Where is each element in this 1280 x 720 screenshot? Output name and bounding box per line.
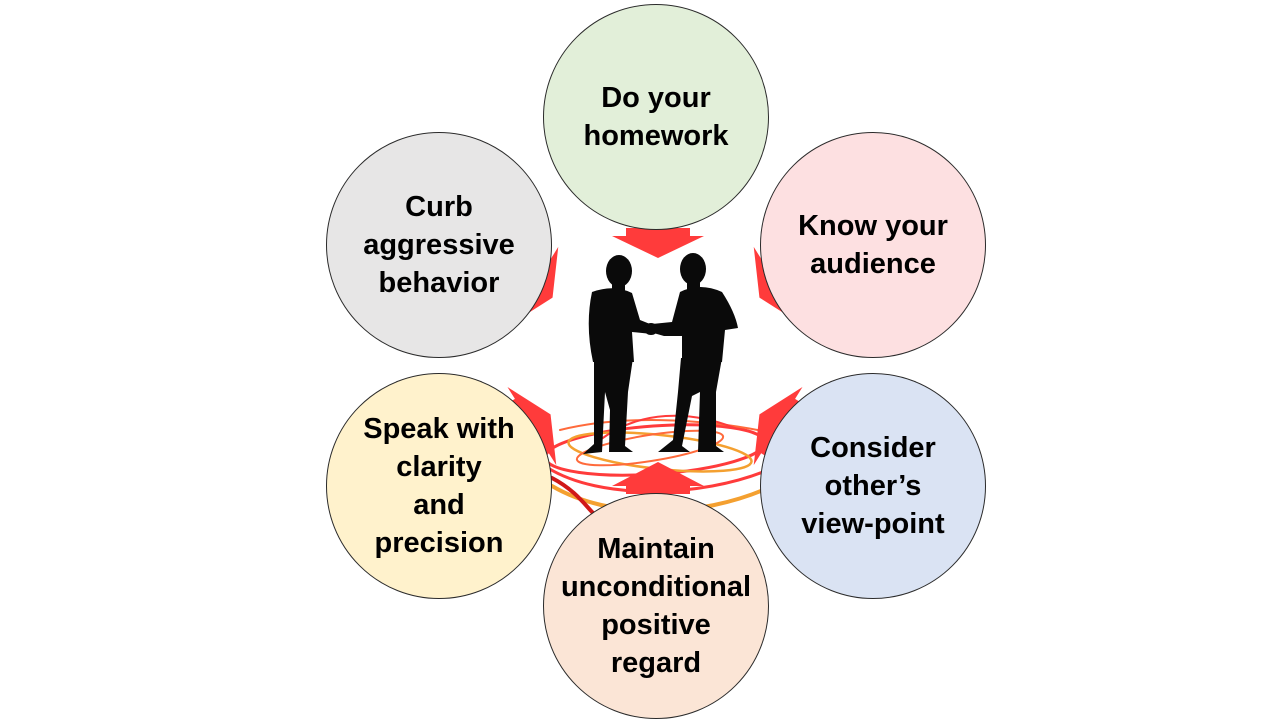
node-label: Maintain unconditional positive regard	[560, 533, 752, 679]
node-curb-aggressive-behavior: Curb aggressive behavior	[326, 132, 552, 358]
node-label: Know your audience	[798, 210, 948, 280]
node-unconditional-positive-regard: Maintain unconditional positive regard	[543, 493, 769, 719]
node-label: Speak with clarity and precision	[363, 413, 515, 559]
handshake-silhouette	[583, 253, 738, 454]
node-do-your-homework: Do your homework	[543, 4, 769, 230]
node-know-your-audience: Know your audience	[760, 132, 986, 358]
node-label: Curb aggressive behavior	[363, 191, 515, 299]
node-label: Consider other’s view-point	[801, 432, 945, 540]
node-consider-others-viewpoint: Consider other’s view-point	[760, 373, 986, 599]
node-label: Do your homework	[583, 82, 729, 152]
arrow-from-homework	[612, 228, 704, 258]
arrow-from-regard	[612, 462, 704, 494]
node-speak-with-clarity: Speak with clarity and precision	[326, 373, 552, 599]
